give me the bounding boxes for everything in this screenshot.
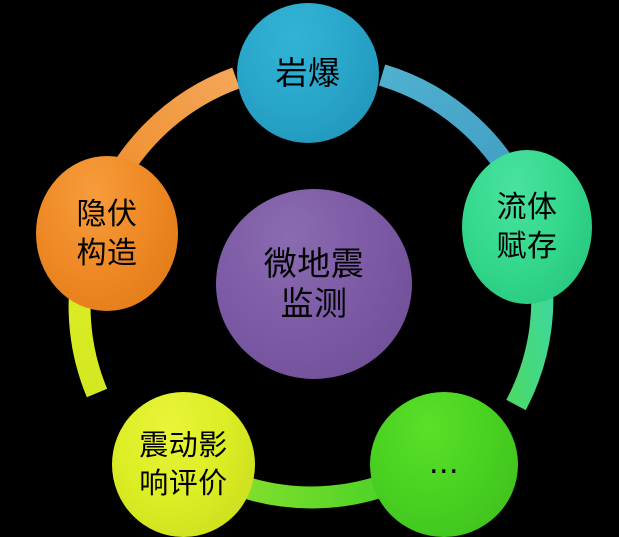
node-rockburst[interactable]: 岩爆 (237, 3, 379, 143)
node-fluid-label-line2: 赋存 (496, 229, 558, 264)
node-hidden-label-line1: 隐伏 (76, 196, 138, 232)
node-rockburst-label-line1: 岩爆 (275, 53, 341, 92)
node-more-label-line1: ... (428, 446, 460, 482)
node-hidden[interactable]: 隐伏 构造 (36, 156, 178, 311)
node-center-label-line2: 监测 (280, 284, 348, 323)
node-fluid-label-line1: 流体 (496, 190, 558, 225)
node-center-label-line1: 微地震 (263, 243, 365, 283)
node-center-microseismic-monitoring[interactable]: 微地震 监测 (216, 189, 412, 379)
node-hidden-label-line2: 构造 (76, 235, 138, 271)
node-more[interactable]: ... (370, 392, 518, 537)
node-vibration[interactable]: 震动影 响评价 (112, 392, 255, 537)
node-vibration-label-line2: 响评价 (139, 465, 228, 500)
connector-more-vibration (228, 472, 395, 509)
node-fluid[interactable]: 流体 赋存 (462, 150, 592, 304)
node-vibration-label-line1: 震动影 (139, 428, 228, 463)
